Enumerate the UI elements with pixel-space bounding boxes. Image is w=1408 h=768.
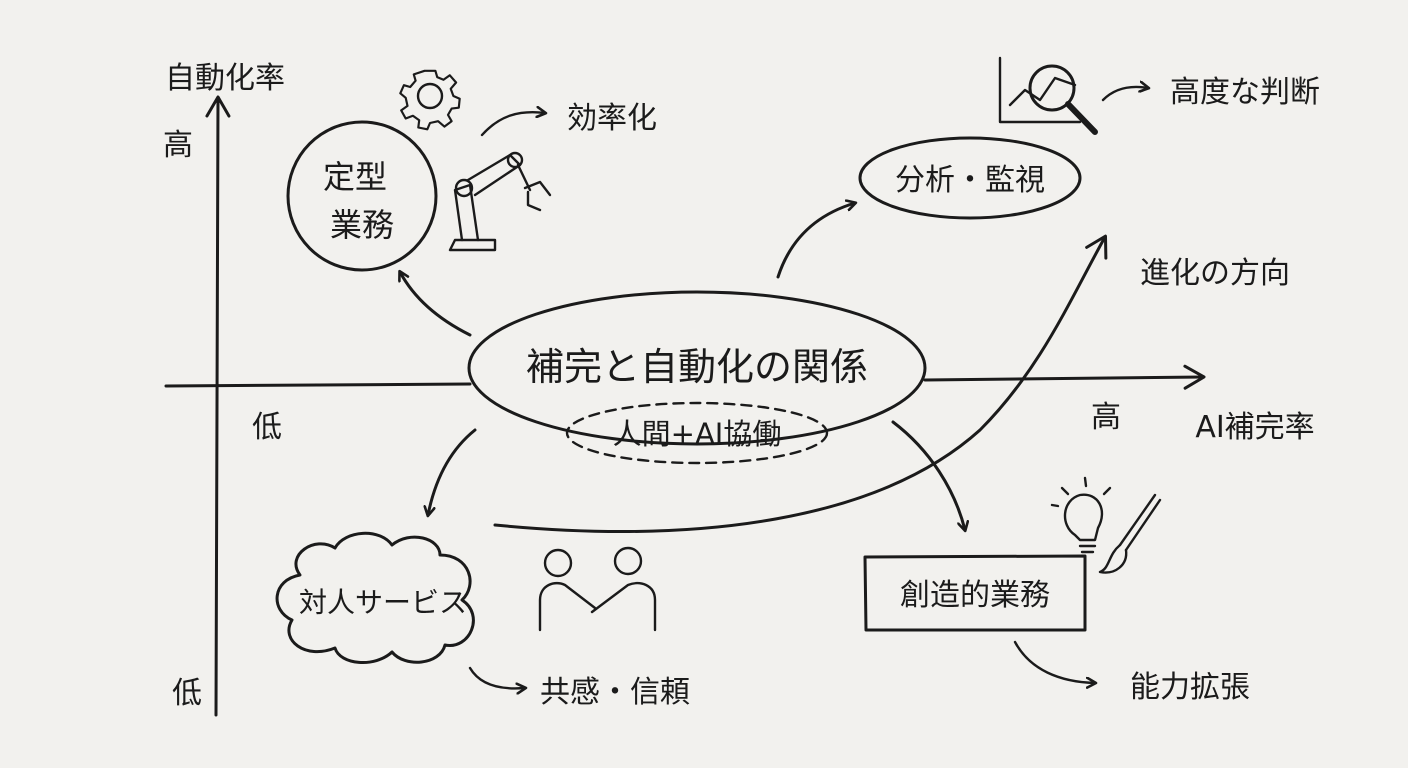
routine-outcome: 効率化 — [567, 101, 657, 136]
interpersonal-outcome: 共感・信頼 — [540, 675, 690, 710]
x-axis-low-label: 低 — [252, 410, 282, 445]
creative-outcome: 能力拡張 — [1130, 670, 1250, 705]
center-node: 補完と自動化の関係 人間+AI協働 — [467, 290, 927, 465]
handshake-people-icon — [538, 546, 657, 632]
center-title: 補完と自動化の関係 — [526, 345, 868, 389]
creative-node: 創造的業務 能力拡張 — [863, 420, 1250, 705]
paintbrush-icon — [1098, 493, 1162, 574]
x-axis: 低 高 AI補完率 — [164, 364, 1315, 445]
interpersonal-node: 対人サービス 共感・信頼 — [275, 428, 690, 710]
chart-magnifier-icon — [998, 56, 1098, 135]
y-axis-high-label: 高 — [163, 128, 193, 163]
evolution-label: 進化の方向 — [1140, 256, 1290, 291]
y-axis-low-label: 低 — [172, 676, 202, 711]
x-axis-high-label: 高 — [1091, 400, 1121, 435]
x-axis-label: AI補完率 — [1195, 410, 1314, 445]
routine-label-line1: 定型 — [323, 158, 387, 196]
gear-icon — [399, 69, 461, 131]
y-axis: 自動化率 高 低 — [163, 61, 285, 717]
robot-arm-icon — [448, 151, 552, 252]
routine-work-node: 定型 業務 効率化 — [286, 69, 657, 337]
analysis-node: 分析・監視 高度な判断 — [776, 56, 1320, 279]
evolution-arrow — [493, 234, 1108, 533]
analysis-outcome: 高度な判断 — [1170, 75, 1320, 110]
lightbulb-icon — [1050, 476, 1112, 554]
y-axis-label: 自動化率 — [165, 61, 285, 96]
center-subtitle: 人間+AI協働 — [613, 417, 782, 451]
routine-label-line2: 業務 — [330, 206, 394, 244]
analysis-label: 分析・監視 — [895, 163, 1045, 198]
creative-label: 創造的業務 — [900, 578, 1050, 613]
interpersonal-label: 対人サービス — [299, 586, 467, 619]
